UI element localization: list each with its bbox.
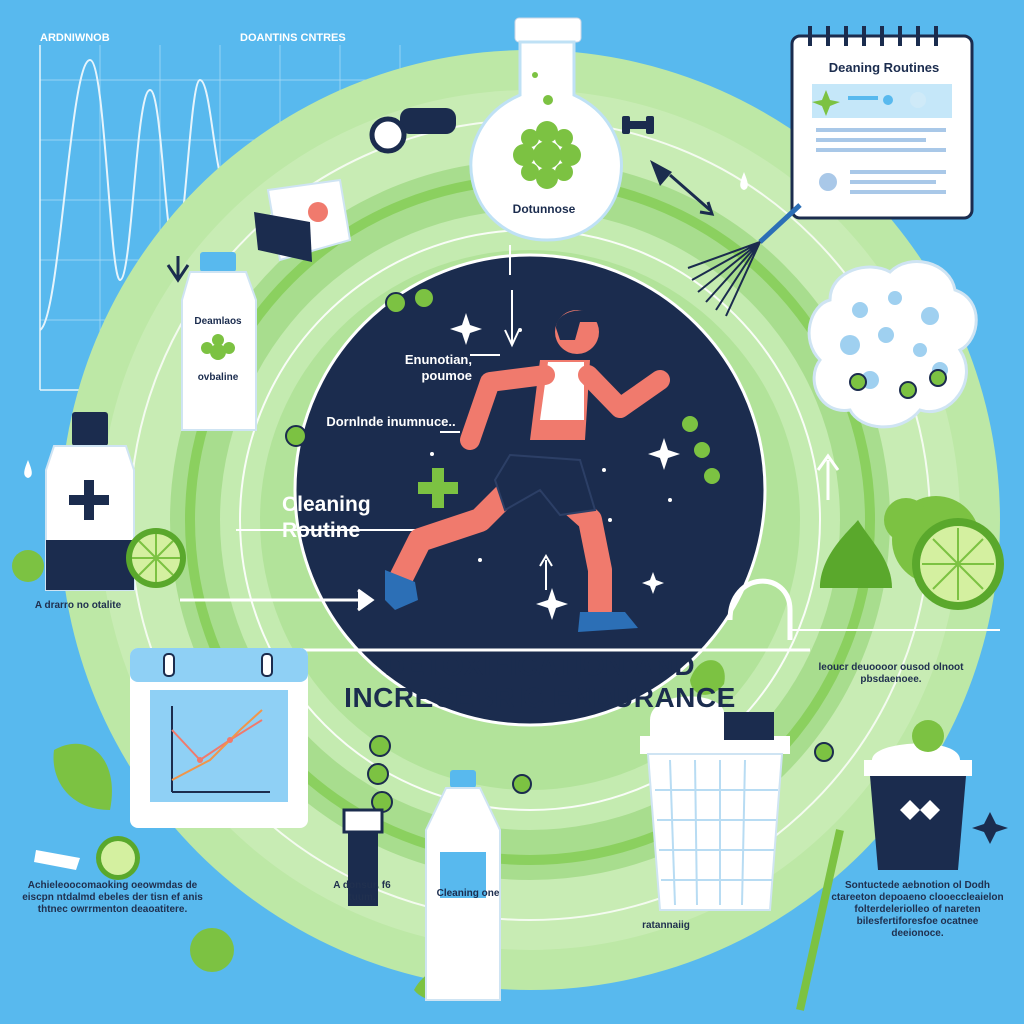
pill-icon [34,850,80,870]
drop-icon [24,460,32,478]
calendar-card [790,26,974,220]
sparkle-icon [430,313,680,620]
flask-label: Dotunnose [512,202,576,216]
foam-cloud-icon [807,260,978,429]
bottle-left-label-top: Deamlaos [194,316,242,327]
calendar-chart-icon [130,648,308,828]
green-bead-icon [884,498,928,542]
spray-bottle-icon [181,252,257,431]
leaf-icon [820,520,892,588]
chart-label-left: ARDNIWNOB [40,32,110,44]
leaf-icon [53,743,112,810]
star-icon [650,160,672,186]
laundry-basket-icon [640,696,790,911]
cleaning-routine-label: Cleaning Routine [282,493,371,542]
flow-arrows [166,173,1000,652]
dispenser-icon [254,178,352,262]
sparkle-icon [972,812,1008,844]
lime-icon [96,836,140,880]
chart-label-mid: DOANTINS CNTRES [240,32,346,44]
bottom-left-note: Achieleoocomaoking oeowmdas de eiscpn nt… [22,880,203,915]
trash-bin-icon [864,720,972,870]
stopwatch-icon [369,108,456,154]
broom-icon [687,203,802,317]
left-note: A drarro no otalite [34,600,122,611]
first-aid-bottle-icon [45,412,135,591]
glass-icon [342,808,384,906]
center-label-b: Dornlnde inumnuce.. [326,414,456,429]
drop-icon [740,172,748,190]
green-plus-icon [418,468,458,508]
bottle-left-label-bottom: ovbaline [197,372,239,383]
right-note: leoucr deuoooor ousod olnoot pbsdaenoee. [818,662,964,685]
green-stick [796,829,844,1011]
bottom-mid-note: A donsur. f6 tuum. [333,880,391,903]
flask-icon [469,17,623,242]
bottom-bin-note: ratannaiig [642,920,690,931]
lime-icon [12,528,186,588]
green-bead-icons [285,287,834,813]
cleaning-bottle-icon [425,770,501,1001]
center-label-a: Enunotian, poumoe [404,352,472,383]
bottom-right-note: Sontuctede aebnotion ol Dodh ctareeton d… [831,880,1004,939]
leaf-icon [690,660,725,695]
lime-icon [190,928,234,972]
running-person-icon [385,310,670,632]
dumbbell-icon [622,116,654,134]
page-title: DETOXIFICATION AND INCRECEBRIC ENDURANCE [344,650,736,713]
bottle-bottom-label: Cleaning one [436,888,500,899]
calendar-card-title: Deaning Routines [828,60,940,75]
